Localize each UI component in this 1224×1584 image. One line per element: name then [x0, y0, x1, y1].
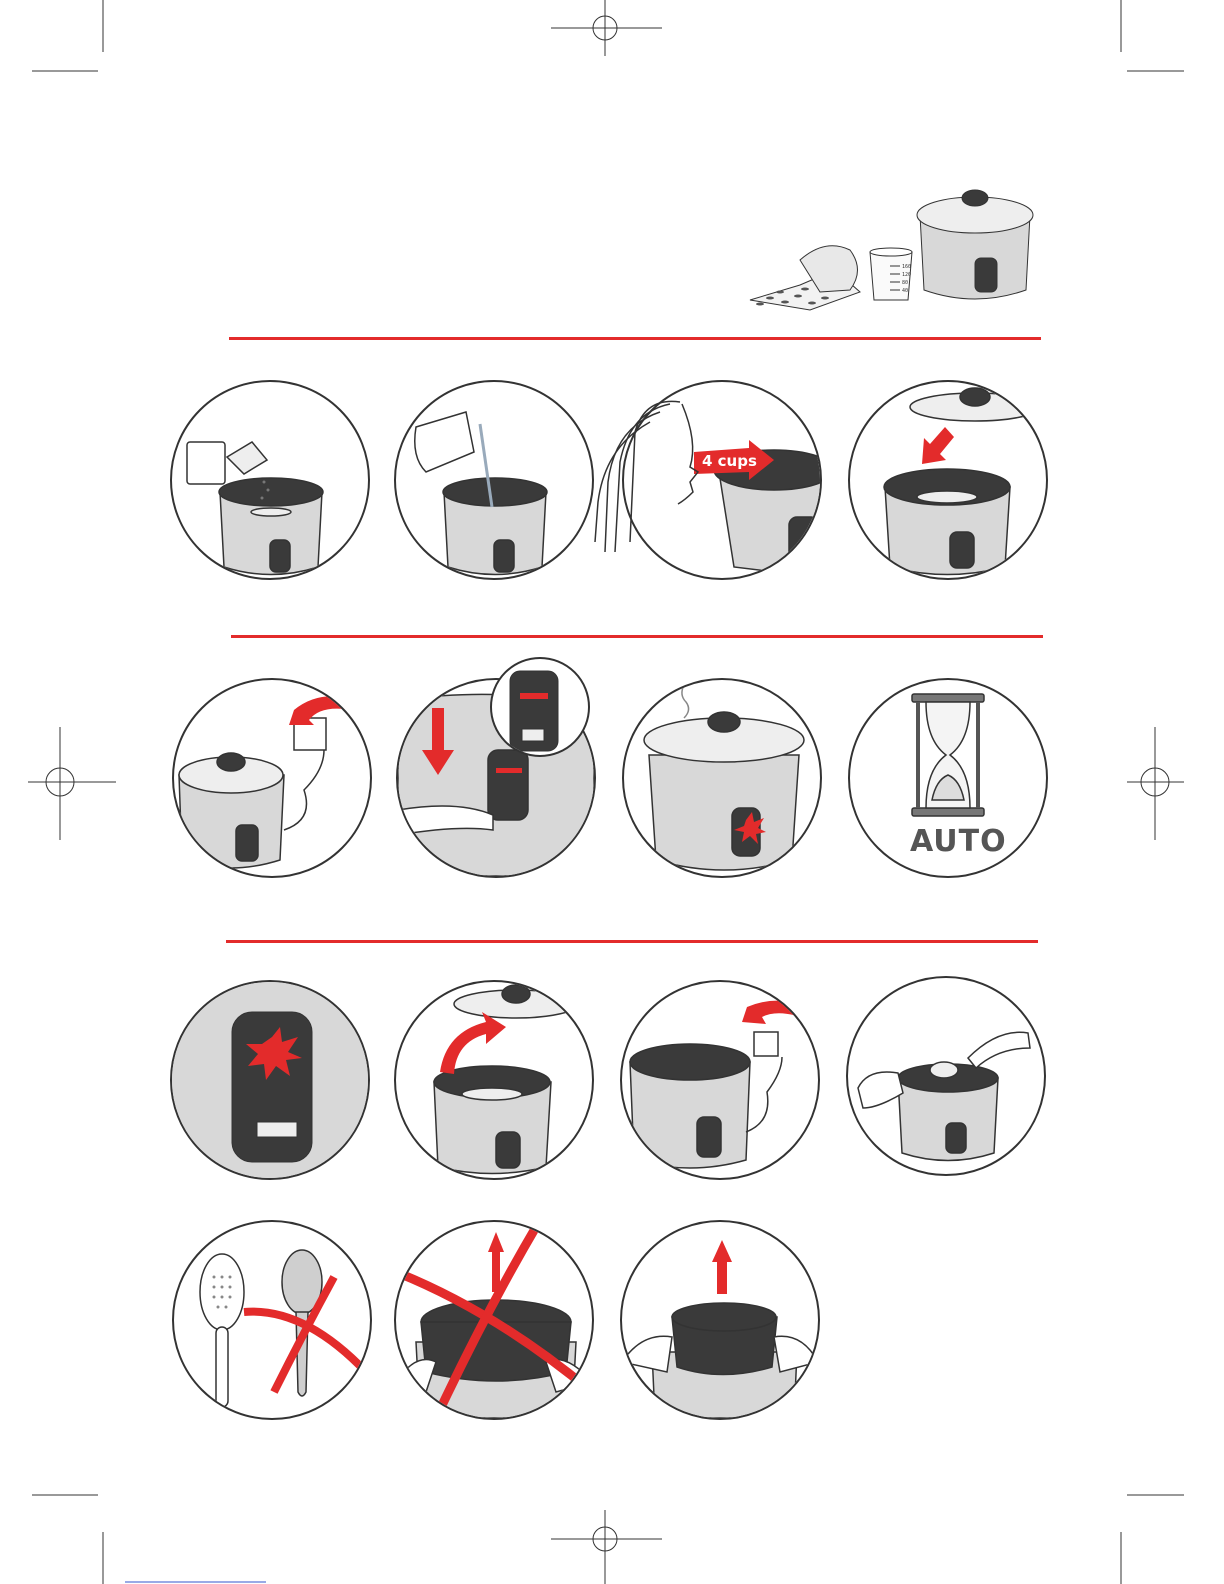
rice-cooker-icon [172, 382, 368, 578]
step-use-spatula [172, 1220, 372, 1420]
step-keep-warm-light [170, 980, 370, 1180]
step-wrong-lift [394, 1220, 594, 1420]
step-add-water [394, 380, 594, 580]
step-correct-lift [620, 1220, 820, 1420]
rice-cooker-icon [622, 982, 818, 1178]
step-auto-timer: AUTO [848, 678, 1048, 878]
rice-cooker-icon [850, 382, 1046, 578]
rice-cooker-icon [396, 1222, 592, 1418]
cup-scale-160: 160 [902, 264, 911, 270]
section-rule-3 [226, 940, 1038, 943]
rice-cooker-icon [624, 680, 820, 876]
rice-cooker-icon [396, 982, 592, 1178]
cups-label: 4 cups [702, 452, 757, 470]
step-plug-in [172, 678, 372, 878]
cup-scale-40: 40 [902, 288, 908, 294]
switch-icon [172, 982, 368, 1178]
step-cooking [622, 678, 822, 878]
cup-scale-120: 120 [902, 272, 911, 278]
red-arrow-icon [922, 427, 954, 464]
switch-detail-inset [490, 657, 590, 757]
utensils-icon [174, 1222, 370, 1418]
section-rule-2 [231, 635, 1043, 638]
person-profile [590, 392, 700, 562]
rice-cooker-icon [622, 1222, 818, 1418]
red-arrow-icon [440, 1012, 506, 1074]
auto-label: AUTO [910, 824, 1007, 859]
step-serve [846, 976, 1046, 1176]
rice-cooker-icon [174, 680, 370, 876]
rice-cooker-icon [396, 382, 592, 578]
intro-illustration [740, 180, 1050, 320]
step-close-lid [848, 380, 1048, 580]
switch-icon [492, 659, 588, 755]
wall-socket-icon [754, 1032, 778, 1056]
step-add-rice [170, 380, 370, 580]
step-unplug [620, 980, 820, 1180]
red-arrow-icon [712, 1240, 732, 1294]
red-arrow-icon [742, 1001, 818, 1024]
section-rule-1 [229, 337, 1041, 340]
step-open-lid [394, 980, 594, 1180]
red-arrow-icon [289, 696, 370, 725]
rice-cooker-icon [848, 978, 1044, 1174]
cup-scale-80: 80 [902, 280, 908, 286]
